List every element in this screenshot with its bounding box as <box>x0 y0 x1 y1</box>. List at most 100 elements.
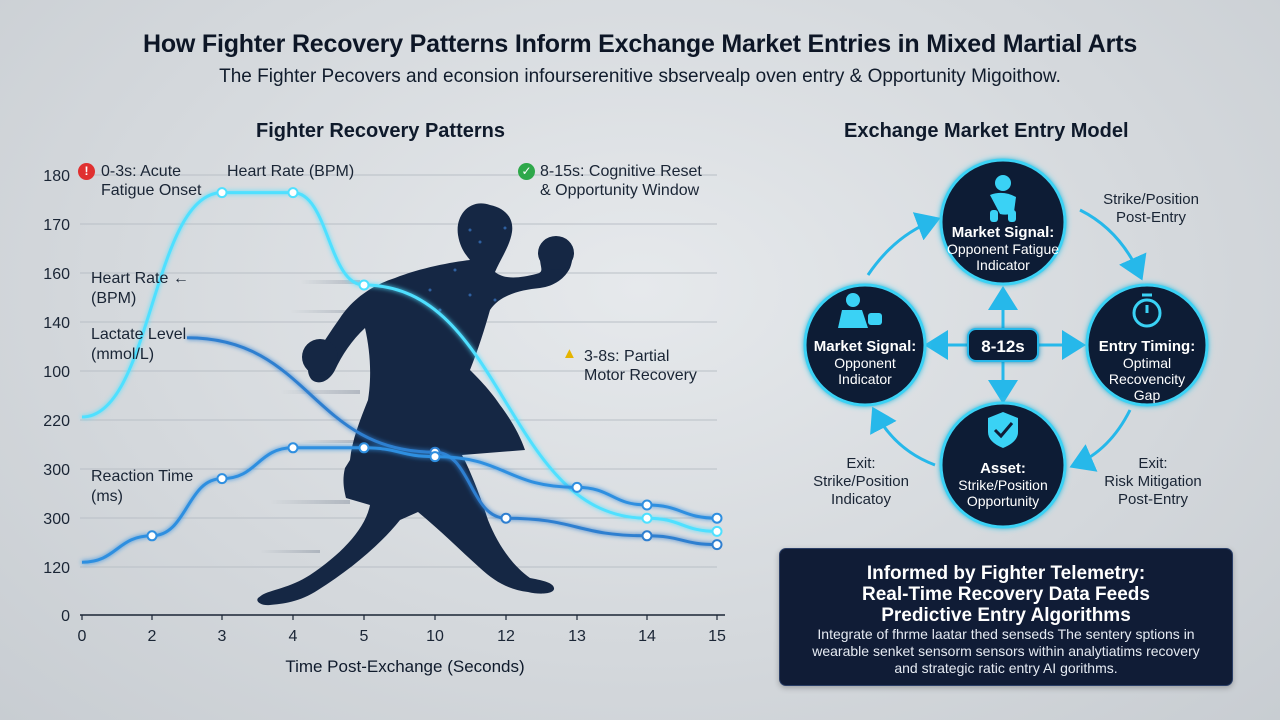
outer-label-bottom-left: Exit: Strike/Position Indicatoy <box>796 455 926 509</box>
x-tick-label: 14 <box>638 628 656 645</box>
node-left-text: Market Signal: Opponent Indicator <box>805 338 925 388</box>
y-tick-label: 220 <box>43 413 70 430</box>
x-tick-label: 4 <box>289 628 298 645</box>
stopwatch-icon <box>1132 293 1162 328</box>
series-point-2 <box>711 512 723 524</box>
heart-rate-top-label: Heart Rate (BPM) <box>227 163 355 180</box>
center-badge-label: 8-12s <box>981 337 1024 356</box>
x-axis-label: Time Post-Exchange (Seconds) <box>285 657 524 676</box>
series-point-0 <box>641 512 653 524</box>
acute-annotation: 0-3s: Acute Fatigue Onset <box>101 162 202 200</box>
node-bottom-line2: Opportunity <box>966 493 1040 509</box>
x-tick-label: 13 <box>568 628 586 645</box>
node-left-line1: Opponent <box>834 355 896 371</box>
recovery-section-title: Fighter Recovery Patterns <box>256 120 505 142</box>
node-top-title: Market Signal: <box>951 224 1055 241</box>
outer-label-bottom-left-line1: Exit: <box>846 455 876 472</box>
node-right-title: Entry Timing: <box>1098 338 1196 355</box>
node-top-line1: Opponent Fatigue <box>946 241 1060 257</box>
node-bottom-title: Asset: <box>980 460 1026 477</box>
node-right-text: Entry Timing: Optimal Recovencity Gap <box>1087 338 1207 404</box>
x-tick-label: 15 <box>708 628 726 645</box>
series-point-1 <box>641 530 653 542</box>
info-box-body-line3: and strategic ratic entry AI gorithms. <box>894 660 1118 676</box>
series-point-0 <box>216 187 228 199</box>
info-box-title-line2: Real-Time Recovery Data Feeds <box>862 584 1150 605</box>
series-point-1 <box>500 512 512 524</box>
page-subtitle: The Fighter Pecovers and econsion infour… <box>219 66 1061 87</box>
outer-label-bottom-right-line2: Risk Mitigation <box>1104 473 1202 490</box>
cycle-arrows <box>866 208 1147 472</box>
green-check-icon: ✓ <box>518 163 535 180</box>
info-box-title-line3: Predictive Entry Algorithms <box>881 605 1131 626</box>
y-tick-label: 300 <box>43 511 70 528</box>
arrow-top-to-right <box>1079 208 1147 281</box>
node-bottom-text: Asset: Strike/Position Opportunity <box>943 460 1063 510</box>
acute-annotation-line1: 0-3s: Acute <box>101 163 182 180</box>
fatigued-fighter-icon <box>990 175 1016 222</box>
heart-rate-side-line1: Heart Rate ← <box>91 270 189 287</box>
motion-streaks <box>260 280 360 553</box>
outer-label-bottom-right-line1: Exit: <box>1138 455 1168 472</box>
outer-label-bottom-left-line3: Indicatoy <box>830 491 892 508</box>
x-tick-label: 2 <box>148 628 157 645</box>
center-badge <box>967 328 1039 362</box>
x-tick-label: 12 <box>497 628 515 645</box>
fighter-icon <box>838 293 882 328</box>
cognitive-annotation: 8-15s: Cognitive Reset & Opportunity Win… <box>540 162 702 200</box>
chart-axes <box>80 614 725 620</box>
center-connectors <box>924 286 1086 404</box>
series-point-0 <box>711 525 723 537</box>
lactate-side-label: Lactate Level (mmol/L) <box>91 325 186 365</box>
series-point-1 <box>711 539 723 551</box>
info-box-title: Informed by Fighter Telemetry: Real-Time… <box>780 563 1232 626</box>
info-box-body-line2: wearable senket sensorm sensors within a… <box>812 643 1200 659</box>
y-tick-label: 120 <box>43 560 70 577</box>
node-top-text: Market Signal: Opponent Fatigue Indicato… <box>943 224 1063 274</box>
arrow-right-to-bottom <box>1069 409 1132 472</box>
warning-icon: ▲ <box>562 345 577 362</box>
page-title: How Fighter Recovery Patterns Inform Exc… <box>142 30 1138 58</box>
node-left-title: Market Signal: <box>813 338 917 355</box>
series-point-2 <box>571 481 583 493</box>
y-tick-label: 0 <box>61 608 70 625</box>
reaction-side-line2: (ms) <box>91 488 123 505</box>
arrow-left-to-top <box>866 212 941 276</box>
info-box-title-line1: Informed by Fighter Telemetry: <box>866 563 1146 584</box>
lactate-side-line2: (mmol/L) <box>91 346 155 363</box>
series-point-2 <box>146 530 158 542</box>
node-right <box>1085 283 1209 407</box>
reaction-side-line1: Reaction Time <box>91 468 194 485</box>
cognitive-annotation-line1: 8-15s: Cognitive Reset <box>540 163 702 180</box>
series-point-2 <box>287 442 299 454</box>
arrow-bottom-to-left <box>870 406 936 467</box>
node-left-line2: Indicator <box>838 371 892 387</box>
series-point-2 <box>216 473 228 485</box>
telemetry-info-box: Informed by Fighter Telemetry: Real-Time… <box>779 548 1233 686</box>
x-tick-label: 10 <box>426 628 444 645</box>
red-alert-icon: ! <box>78 163 95 180</box>
info-box-body: Integrate of fhrme laatar thed senseds T… <box>790 626 1222 677</box>
heart-rate-side-line2: (BPM) <box>91 290 137 307</box>
motor-annotation: 3-8s: Partial Motor Recovery <box>584 347 697 385</box>
cognitive-annotation-line2: & Opportunity Window <box>540 182 700 199</box>
market-section-title: Exchange Market Entry Model <box>844 120 1129 142</box>
node-bottom-line1: Strike/Position <box>958 477 1048 493</box>
y-tick-label: 140 <box>43 315 70 332</box>
node-right-line1: Optimal <box>1122 355 1172 371</box>
y-tick-label: 170 <box>43 217 70 234</box>
node-right-line2: Recovencity <box>1108 371 1186 387</box>
y-tick-label: 180 <box>43 168 70 185</box>
acute-annotation-line2: Fatigue Onset <box>101 182 202 199</box>
outer-label-top-right: Strike/Position Post-Entry <box>1083 191 1219 227</box>
x-tick-label: 5 <box>360 628 369 645</box>
node-top-line2: Indicator <box>976 257 1030 273</box>
series-point-0 <box>287 187 299 199</box>
motor-annotation-line2: Motor Recovery <box>584 367 697 384</box>
node-left <box>803 283 927 407</box>
shield-check-icon <box>988 412 1018 448</box>
info-box-body-line1: Integrate of fhrme laatar thed senseds T… <box>817 626 1195 642</box>
